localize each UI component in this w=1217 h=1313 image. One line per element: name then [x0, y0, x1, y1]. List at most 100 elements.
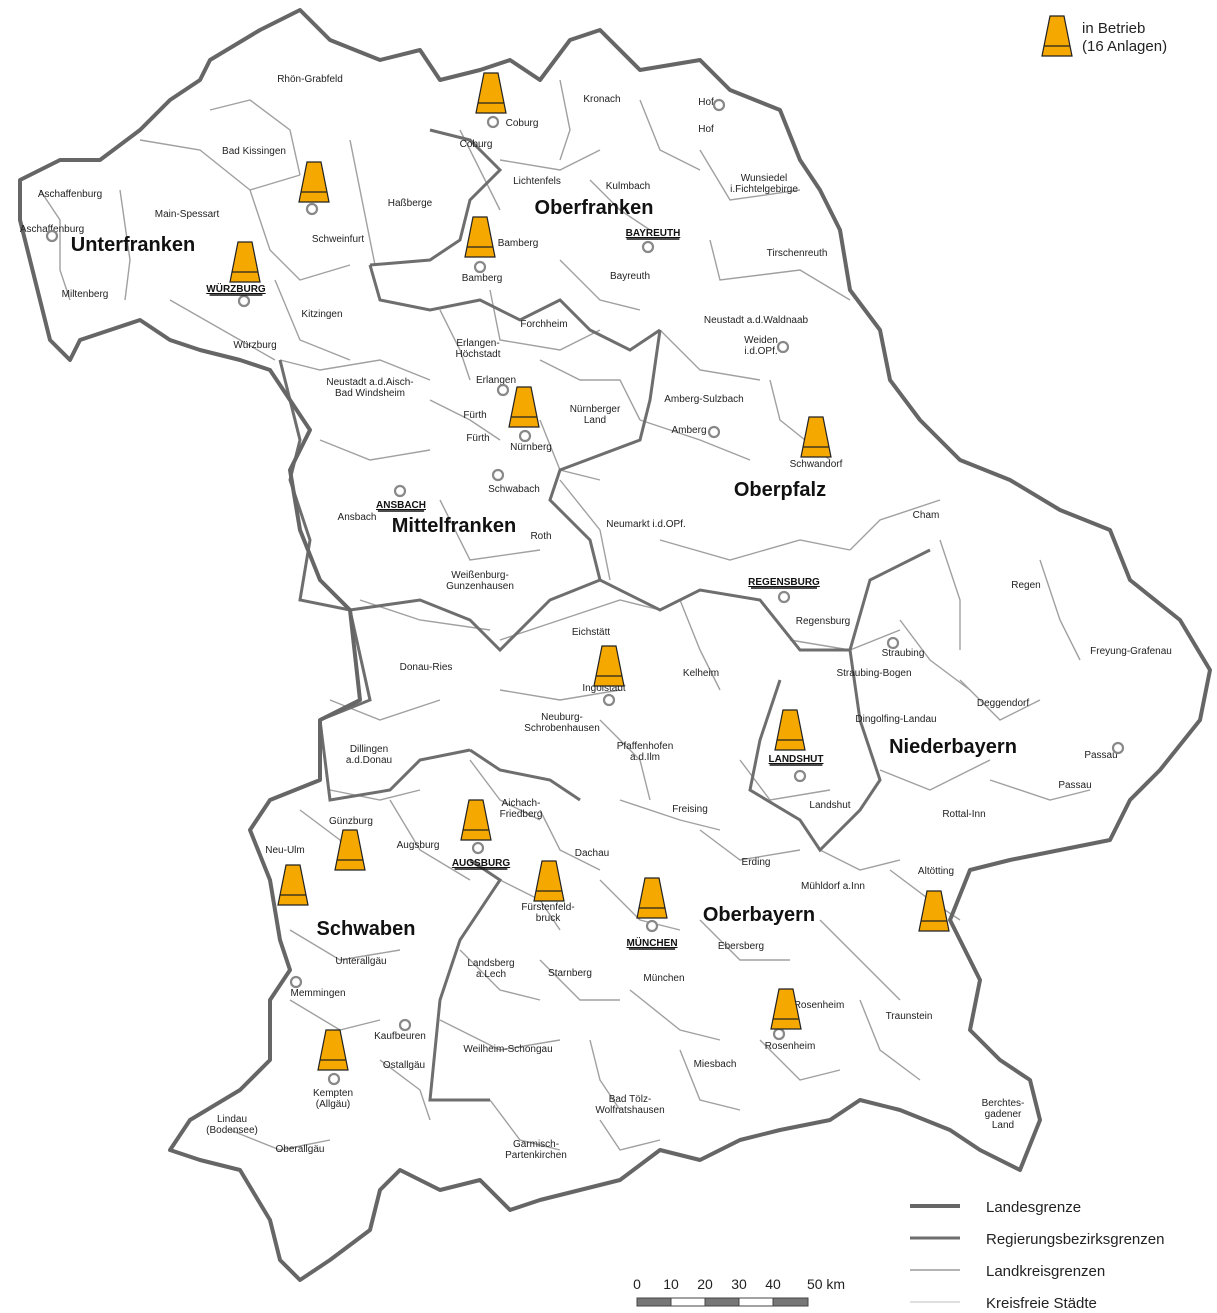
county-label: Schweinfurt: [312, 234, 364, 245]
city-marker-icon: [491, 468, 505, 482]
county-label: Rosenheim: [765, 1041, 816, 1052]
legend-plant-label-2: (16 Anlagen): [1082, 38, 1167, 55]
region-label: Oberfranken: [535, 197, 654, 219]
legend-line-label-state: Landesgrenze: [986, 1199, 1081, 1216]
capital-label: LANDSHUT: [769, 754, 824, 765]
county-label: Coburg: [460, 139, 493, 150]
county-label: Erlangen-Höchstadt: [455, 338, 500, 360]
state-border: [18, 8, 1212, 1282]
city-marker-icon: [305, 202, 319, 216]
county-label: Dachau: [575, 848, 609, 859]
county-label: Garmisch-Partenkirchen: [505, 1139, 567, 1161]
city-marker-icon: [393, 484, 407, 498]
city-marker-icon: [398, 1018, 412, 1032]
plant-icon: [593, 645, 625, 687]
scale-label-10: 10: [663, 1276, 679, 1292]
scale-label-30: 30: [731, 1276, 747, 1292]
city-marker-icon: [518, 429, 532, 443]
district-borders: [278, 128, 931, 1102]
region-label: Oberpfalz: [734, 479, 826, 501]
county-label: Neustadt a.d.Aisch-Bad Windsheim: [326, 377, 413, 399]
legend-line-label-county: Landkreisgrenzen: [986, 1263, 1105, 1280]
city-marker-icon: [645, 919, 659, 933]
county-label: Cham: [913, 510, 940, 521]
county-label: Coburg: [506, 118, 539, 129]
county-label: Deggendorf: [977, 698, 1029, 709]
county-label: Ebersberg: [718, 941, 764, 952]
county-label: Weißenburg-Gunzenhausen: [446, 570, 514, 592]
county-label: Neustadt a.d.Waldnaab: [704, 315, 809, 326]
county-label: Rhön-Grabfeld: [277, 74, 343, 85]
region-label: Unterfranken: [71, 234, 195, 256]
county-label: Kempten(Allgäu): [313, 1088, 353, 1110]
county-label: Freyung-Grafenau: [1090, 646, 1172, 657]
county-label: Fürstenfeld-bruck: [521, 902, 574, 924]
county-label: Erlangen: [476, 375, 516, 386]
city-marker-icon: [327, 1072, 341, 1086]
county-label: Mühldorf a.Inn: [801, 881, 865, 892]
plant-icon: [298, 161, 330, 203]
county-label: Fürth: [463, 410, 486, 421]
county-label: Straubing-Bogen: [836, 668, 911, 679]
county-label: Tirschenreuth: [767, 248, 828, 259]
county-label: Main-Spessart: [155, 209, 220, 220]
county-borders: [39, 79, 1091, 1151]
county-label: Schwandorf: [790, 459, 843, 470]
city-marker-icon: [712, 98, 726, 112]
county-label: Kaufbeuren: [374, 1031, 426, 1042]
scale-label-20: 20: [697, 1276, 713, 1292]
plant-icon: [334, 829, 366, 871]
capital-label: MÜNCHEN: [626, 936, 677, 949]
plant-icon: [317, 1029, 349, 1071]
scale-bar: 0 10 20 30 40 50 km: [633, 1276, 845, 1307]
county-label: Freising: [672, 804, 708, 815]
county-label: Straubing: [882, 648, 925, 659]
plant-icon: [277, 864, 309, 906]
county-label: Erding: [742, 857, 771, 868]
legend-plant: in Betrieb (16 Anlagen): [1041, 15, 1167, 57]
county-label: Altötting: [918, 866, 954, 877]
plant-markers: [229, 72, 950, 1071]
county-label: Rottal-Inn: [942, 809, 985, 820]
city-markers: [45, 98, 1125, 1086]
county-label: Lichtenfels: [513, 176, 561, 187]
city-marker-icon: [496, 383, 510, 397]
county-label: Passau: [1084, 750, 1117, 761]
city-marker-icon: [486, 115, 500, 129]
city-marker-icon: [793, 769, 807, 783]
scale-label-40: 40: [765, 1276, 781, 1292]
county-label: Rosenheim: [794, 1000, 845, 1011]
county-label: München: [643, 973, 684, 984]
county-label: Aschaffenburg: [20, 224, 84, 235]
city-marker-icon: [473, 260, 487, 274]
scale-label-50: 50 km: [807, 1276, 845, 1292]
plant-icon: [475, 72, 507, 114]
plant-icon: [770, 988, 802, 1030]
county-label: Würzburg: [233, 340, 276, 351]
county-label: Regen: [1011, 580, 1040, 591]
capital-label: ANSBACH: [376, 500, 426, 511]
county-label: Starnberg: [548, 968, 592, 979]
city-marker-icon: [641, 240, 655, 254]
city-marker-icon: [776, 340, 790, 354]
county-label: Haßberge: [388, 198, 433, 209]
county-label: Miesbach: [694, 1059, 737, 1070]
county-label: Dingolfing-Landau: [855, 714, 936, 725]
county-label: Landshut: [809, 800, 850, 811]
city-marker-icon: [289, 975, 303, 989]
region-labels: UnterfrankenOberfrankenMittelfrankenOber…: [71, 197, 1017, 940]
county-label: Nürnberg: [510, 442, 552, 453]
plant-icon: [229, 241, 261, 283]
county-label: Hof: [698, 124, 714, 135]
legend-plant-label-1: in Betrieb: [1082, 20, 1145, 37]
capital-labels: WÜRZBURGBAYREUTHANSBACHREGENSBURGLANDSHU…: [206, 228, 824, 950]
city-marker-icon: [777, 590, 791, 604]
region-label: Oberbayern: [703, 904, 815, 926]
city-marker-icon: [886, 636, 900, 650]
city-marker-icon: [602, 693, 616, 707]
county-label: Roth: [530, 531, 551, 542]
